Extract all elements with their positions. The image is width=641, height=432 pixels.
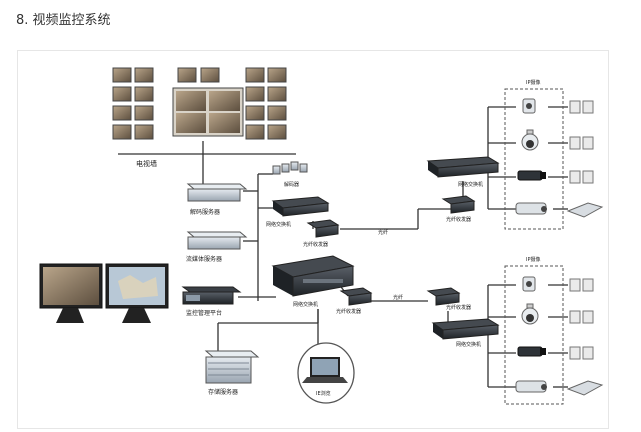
svg-text:IE浏览: IE浏览 [316,390,331,397]
network-switch-mid: 网络交换机 [266,196,330,228]
svg-text:网络交换机: 网络交换机 [266,221,291,228]
ip-camera-group-bottom: IP摄像 [504,256,564,405]
surveillance-diagram: 电视墙 解码器 解码服务器 流媒体服务器 监控管理平台 [39,67,604,405]
svg-text:存储服务器: 存储服务器 [208,388,238,396]
tv-wall-label: 电视墙 [136,159,157,168]
fiber-receiver-bottom: 光纤收发器 [426,287,471,311]
camera-speed-2 [515,380,547,393]
svg-text:监控管理平台: 监控管理平台 [186,309,222,317]
mgmt-platform-server: 监控管理平台 [181,286,242,317]
side-devices-top [566,100,604,218]
monitor-block-right [245,67,287,140]
svg-text:网络交换机: 网络交换机 [293,301,318,308]
diagram-panel: 电视墙 解码器 解码服务器 流媒体服务器 监控管理平台 [17,50,609,429]
fiber-transceiver-mid: 光纤收发器 [303,219,340,248]
svg-text:解码服务器: 解码服务器 [190,208,220,216]
network-switch-center: 网络交换机 [271,255,355,308]
fiber-mid-label: 光纤 [378,229,388,236]
camera-box-2 [522,276,536,292]
ip-camera-group-top: IP摄像 [504,79,564,230]
fiber-transceiver-center: 光纤收发器 [336,287,373,315]
svg-text:网络交换机: 网络交换机 [458,181,483,188]
fiber-receiver-top: 光纤收发器 [441,195,476,223]
dual-monitor-workstation [39,263,169,323]
svg-text:网络交换机: 网络交换机 [456,341,481,348]
camera-speed-1 [515,202,547,215]
monitor-block-left [112,67,154,140]
svg-text:光纤收发器: 光纤收发器 [303,241,328,248]
ie-client-laptop: IE浏览 [297,342,355,404]
svg-text:解码器: 解码器 [284,181,299,188]
decoder-small: 解码器 [272,161,308,188]
side-devices-bottom [566,278,604,396]
svg-text:光纤收发器: 光纤收发器 [336,308,361,315]
camera-box-1 [522,98,536,114]
tv-wall: 电视墙 [112,67,287,168]
network-switch-bottom-right: 网络交换机 [431,318,500,348]
camera-dome-1 [521,129,539,151]
fiber-lower-label: 光纤 [393,294,403,301]
page-title: 8. 视频监控系统 [16,13,111,28]
monitor-block-center [172,67,244,137]
camera-bullet-2 [517,346,546,357]
network-switch-top-right: 网络交换机 [426,156,500,188]
svg-text:IP摄像: IP摄像 [526,256,541,263]
connection-lines [118,106,568,388]
svg-text:光纤收发器: 光纤收发器 [446,304,471,311]
stream-server: 流媒体服务器 [186,231,248,263]
decode-server: 解码服务器 [186,183,248,216]
storage-server: 存储服务器 [204,350,260,396]
camera-bullet-1 [517,170,546,181]
camera-dome-2 [521,303,539,325]
svg-text:IP摄像: IP摄像 [526,79,541,86]
svg-text:流媒体服务器: 流媒体服务器 [186,255,222,263]
svg-text:光纤收发器: 光纤收发器 [446,216,471,223]
